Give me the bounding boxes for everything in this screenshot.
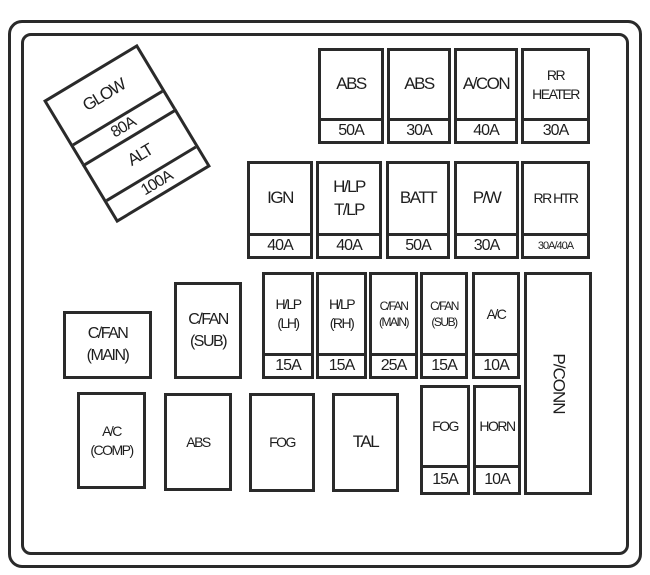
relay-tal: TAL: [332, 393, 399, 492]
fuse-hlp-tlp: H/LP T/LP 40A: [316, 161, 382, 259]
fuse-ign: IGN 40A: [247, 161, 313, 259]
power-connector: P/CONN: [524, 272, 592, 495]
fuse-label: C/FAN: [379, 298, 409, 313]
fuse-label-line2: (MAIN): [379, 315, 410, 329]
fuse-cfan-sub: C/FAN (SUB) 15A: [420, 272, 468, 379]
fuse-box-inner-frame: [21, 33, 629, 555]
fuse-label-line2: (LH): [277, 315, 300, 331]
fuse-cfan-main: C/FAN (MAIN) 25A: [369, 272, 418, 379]
fuse-amp: 40A: [457, 118, 515, 141]
relay-cfan-sub: C/FAN (SUB): [174, 282, 242, 379]
fuse-amp: 15A: [423, 465, 467, 492]
fuse-acon: A/CON 40A: [454, 48, 518, 144]
fuse-abs-30a: ABS 30A: [387, 48, 451, 144]
fuse-amp: 30A: [524, 118, 587, 141]
pconn-label: P/CONN: [549, 353, 569, 414]
relay-label: C/FAN: [87, 325, 129, 343]
fuse-horn: HORN 10A: [473, 385, 521, 495]
fuse-amp: 50A: [389, 233, 447, 256]
relay-label: A/C: [102, 422, 122, 439]
fuse-amp: 10A: [475, 353, 517, 376]
fuse-label: FOG: [432, 418, 459, 435]
relay-label: TAL: [352, 432, 380, 452]
relay-label: FOG: [269, 434, 296, 451]
relay-label-line2: (SUB): [189, 332, 228, 350]
fuse-batt: BATT 50A: [386, 161, 450, 259]
fuse-label: HORN: [479, 418, 516, 435]
fuse-label: A/CON: [462, 74, 511, 94]
relay-cfan-main: C/FAN (MAIN): [63, 311, 152, 379]
relay-label: ABS: [186, 433, 211, 450]
fuse-label: ABS: [336, 74, 367, 94]
fuse-pw: P/W 30A: [454, 161, 519, 259]
fuse-fog: FOG 15A: [420, 385, 470, 495]
fuse-amp: 15A: [423, 353, 465, 376]
fuse-label: H/LP: [333, 176, 366, 196]
fuse-amp: 40A: [319, 233, 379, 256]
fuse-label-line2: (RH): [329, 315, 355, 331]
fuse-label: H/LP: [275, 296, 302, 313]
fuse-hlp-lh: H/LP (LH) 15A: [262, 272, 314, 379]
fuse-amp: 15A: [319, 353, 364, 376]
fuse-amp: 10A: [476, 465, 518, 492]
fuse-rr-heater: RR HEATER 30A: [521, 48, 590, 144]
fuse-label: BATT: [399, 188, 438, 208]
relay-label-line2: (COMP): [90, 441, 134, 458]
fuse-label: H/LP: [328, 296, 356, 313]
fuse-abs-50a: ABS 50A: [318, 48, 384, 144]
fuse-amp: 50A: [321, 118, 381, 141]
relay-label-line2: (MAIN): [86, 347, 130, 364]
fuse-hlp-rh: H/LP (RH) 15A: [316, 272, 367, 379]
fuse-box-outer-frame: [8, 20, 642, 568]
fuse-amp: 40A: [250, 233, 310, 256]
fuse-label-line2: (SUB): [431, 315, 458, 329]
fuse-label-line2: HEATER: [532, 85, 580, 102]
fuse-label: C/FAN: [430, 298, 459, 313]
fuse-amp: 15A: [265, 353, 311, 376]
fuse-label: P/W: [472, 188, 502, 208]
fuse-label: A/C: [486, 305, 507, 322]
fuse-ac: A/C 10A: [472, 272, 520, 379]
fuse-label: IGN: [267, 188, 294, 208]
fuse-label: ABS: [404, 74, 435, 94]
relay-abs: ABS: [164, 393, 232, 491]
fuse-amp: 25A: [372, 353, 415, 376]
fuse-label: RR: [546, 66, 566, 83]
fuse-label-line2: T/LP: [334, 199, 365, 219]
relay-label: C/FAN: [188, 310, 229, 328]
fuse-rr-htr: RR HTR 30A/40A: [521, 161, 590, 259]
relay-fog: FOG: [249, 393, 315, 492]
fuse-amp: 30A: [390, 118, 448, 141]
fuse-amp: 30A/40A: [524, 233, 587, 256]
fuse-amp: 30A: [457, 233, 516, 256]
fuse-label: RR HTR: [533, 190, 579, 207]
relay-ac-comp: A/C (COMP): [77, 392, 146, 489]
